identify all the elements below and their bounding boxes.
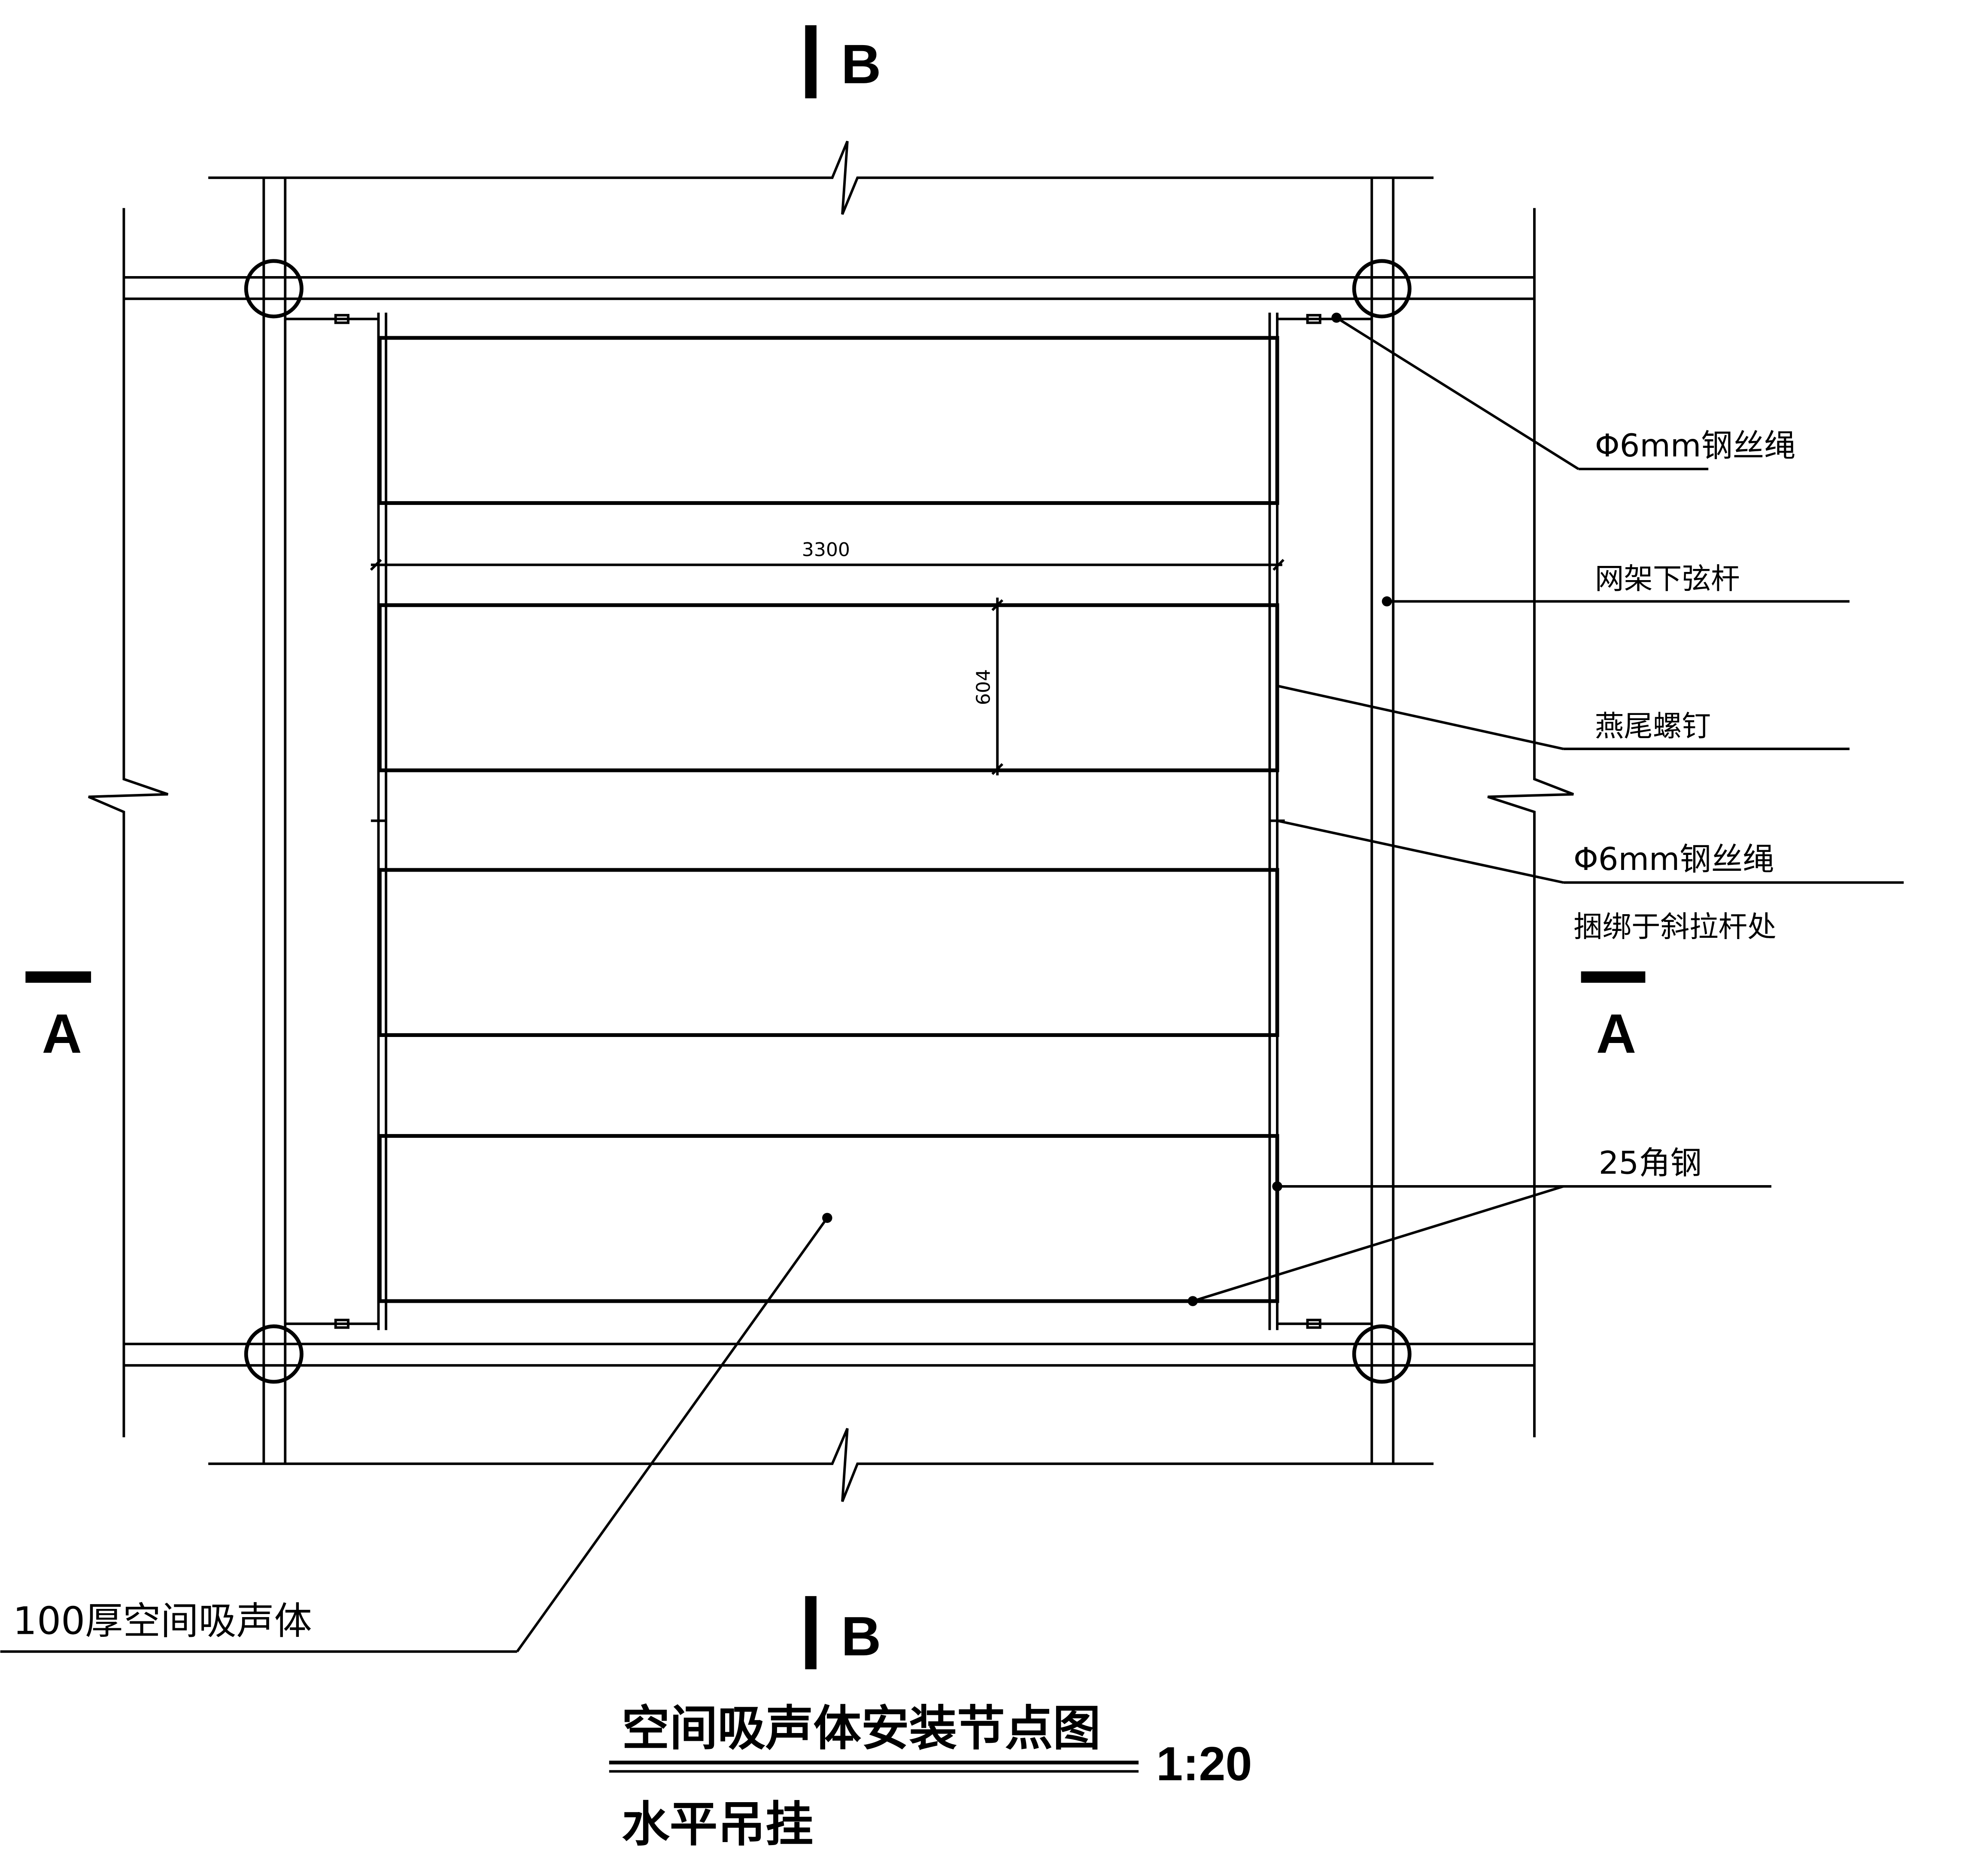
drawing-subtitle: 水平吊挂: [622, 1797, 813, 1851]
section-b-top-label: B: [841, 33, 881, 95]
dimension-width-label: 3300: [802, 539, 850, 561]
label-rope-mid-note: 捆绑于斜拉杆处: [1573, 910, 1777, 944]
break-line-bottom: [208, 1428, 1434, 1502]
wire-ropes: [285, 314, 1372, 1329]
absorber-panel: [378, 1134, 1279, 1303]
section-marker-b-top: B: [805, 25, 881, 99]
dimension-width: 3300: [370, 539, 1285, 571]
section-a-right-label: A: [1596, 1003, 1636, 1065]
label-rope-mid: Φ6mm钢丝绳: [1573, 841, 1774, 878]
drawing-scale: 1:20: [1156, 1737, 1252, 1791]
label-angle-steel: 25角钢: [1599, 1145, 1702, 1182]
ball-joint: [1352, 259, 1412, 319]
break-lines: [88, 140, 1574, 1502]
ball-joint: [1352, 1324, 1412, 1384]
label-rope-top: Φ6mm钢丝绳: [1595, 428, 1796, 464]
annotation-labels: Φ6mm钢丝绳 网架下弦杆 燕尾螺钉 Φ6mm钢丝绳 捆绑于斜拉杆处 25角钢 …: [13, 428, 1796, 1643]
drawing-title: 空间吸声体安装节点图: [622, 1702, 1101, 1755]
absorber-panels: [378, 336, 1279, 1303]
dimension-panel-height-label: 604: [973, 669, 995, 705]
title-block: 空间吸声体安装节点图 1:20 水平吊挂: [609, 1702, 1252, 1851]
ball-joints: [244, 259, 1412, 1384]
absorber-panel: [378, 336, 1279, 505]
ball-joint: [244, 259, 304, 319]
absorber-panel: [378, 868, 1279, 1037]
section-a-left-label: A: [42, 1003, 82, 1065]
truss-chords: [124, 177, 1534, 1464]
break-line-left: [88, 208, 169, 1438]
frame-ties: [371, 563, 1285, 822]
angle-steel-frame: [377, 313, 1279, 1330]
leader-lines: [0, 313, 1904, 1653]
break-line-top: [208, 140, 1434, 215]
ball-joint: [244, 1324, 304, 1384]
section-b-bottom-label: B: [841, 1605, 881, 1667]
section-marker-a-right: A: [1581, 971, 1646, 1065]
dimension-panel-height: 604: [973, 597, 1003, 775]
break-line-right: [1487, 208, 1574, 1438]
absorber-panel: [378, 603, 1279, 772]
label-chord: 网架下弦杆: [1595, 562, 1740, 596]
label-absorber: 100厚空间吸声体: [13, 1599, 312, 1643]
section-marker-b-bottom: B: [805, 1596, 881, 1669]
label-dovetail-screw: 燕尾螺钉: [1595, 709, 1711, 743]
section-marker-a-left: A: [25, 971, 91, 1065]
